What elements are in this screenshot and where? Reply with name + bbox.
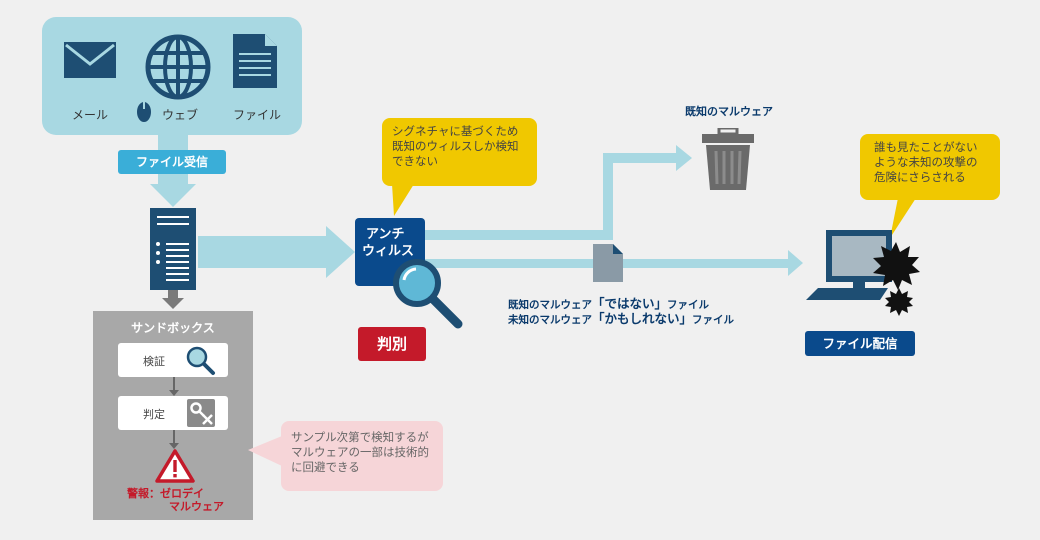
mail-label: メール bbox=[72, 108, 109, 122]
server-icon bbox=[150, 208, 196, 290]
file-deliver-badge: ファイル配信 bbox=[805, 331, 915, 356]
pass-text-line2-post: ファイル bbox=[692, 314, 735, 326]
sandbox-arrow-2 bbox=[169, 443, 179, 449]
note-pointer bbox=[248, 436, 282, 466]
file-receive-badge: ファイル受信 bbox=[118, 150, 226, 174]
evasion-line2: マルウェアの一部は技術的 bbox=[291, 445, 429, 459]
judge-step-label: 判定 bbox=[143, 408, 165, 421]
arrow-receive-head bbox=[150, 184, 196, 207]
signature-line1: シグネチャに基づくため bbox=[392, 124, 519, 138]
pass-text-line2-pre: 未知のマルウェア bbox=[508, 314, 592, 326]
trash-icon bbox=[702, 128, 754, 190]
danger-line1: 誰も見たことがない bbox=[874, 140, 978, 154]
document-icon bbox=[233, 34, 277, 88]
danger-line3: 危険にさらされる bbox=[874, 170, 966, 184]
arrow-to-antivirus-shaft bbox=[198, 236, 328, 268]
judge-badge: 判別 bbox=[358, 327, 426, 361]
verify-step: 検証 bbox=[118, 343, 228, 377]
pass-text-line2-em: 「かもしれない」 bbox=[592, 311, 693, 326]
verify-magnifier-icon bbox=[186, 346, 215, 375]
signature-bubble-pointer bbox=[392, 184, 414, 216]
verify-label: 検証 bbox=[143, 355, 165, 368]
signature-line3: できない bbox=[392, 154, 438, 168]
file-label: ファイル bbox=[233, 108, 282, 122]
alert-line2: マルウェア bbox=[169, 500, 224, 513]
mouse-icon bbox=[135, 100, 153, 124]
arrow-to-antivirus-head bbox=[326, 226, 355, 278]
danger-bubble: 誰も見たことがない ような未知の攻撃の 危険にさらされる bbox=[860, 134, 1000, 200]
alert-line1: 警報：ゼロデイ bbox=[127, 487, 204, 500]
evasion-line3: に回避できる bbox=[291, 460, 360, 474]
sandbox-title: サンドボックス bbox=[131, 321, 215, 335]
evasion-note: サンプル次第で検知するが マルウェアの一部は技術的 に回避できる bbox=[281, 421, 443, 491]
signature-line2: 既知のウィルスしか検知 bbox=[392, 139, 519, 153]
antivirus-label-line1: アンチ bbox=[366, 227, 405, 242]
virus-small-icon bbox=[885, 288, 913, 316]
passing-file-icon bbox=[593, 244, 623, 282]
known-malware-label: 既知のマルウェア bbox=[685, 105, 773, 118]
arrow-to-sandbox-shaft bbox=[168, 290, 178, 300]
danger-line2: ような未知の攻撃の bbox=[874, 155, 978, 169]
mail-icon bbox=[64, 42, 116, 78]
pass-text-line1-em: 「ではない」 bbox=[592, 296, 668, 311]
signature-bubble: シグネチャに基づくため 既知のウィルスしか検知 できない bbox=[382, 118, 537, 186]
arrow-to-sandbox-head bbox=[162, 298, 184, 309]
key-x-icon bbox=[187, 399, 215, 427]
pass-text-line1: 既知のマルウェア「ではない」ファイル bbox=[508, 293, 709, 312]
pass-text-line1-pre: 既知のマルウェア bbox=[508, 299, 592, 311]
globe-icon bbox=[145, 34, 211, 100]
pass-text-line2: 未知のマルウェア「かもしれない」ファイル bbox=[508, 308, 734, 327]
evasion-line1: サンプル次第で検知するが bbox=[291, 430, 429, 444]
arrow-to-pc-head bbox=[788, 250, 803, 276]
pass-text-line1-post: ファイル bbox=[667, 299, 710, 311]
warning-icon bbox=[155, 449, 195, 483]
danger-bubble-pointer bbox=[890, 198, 916, 238]
sandbox-arrow-1 bbox=[169, 390, 179, 396]
antivirus-label-line2: ウィルス bbox=[362, 244, 415, 259]
virus-large-icon bbox=[873, 242, 920, 290]
judge-step: 判定 bbox=[118, 396, 228, 430]
arrow-to-trash-head bbox=[676, 145, 692, 171]
web-label: ウェブ bbox=[162, 108, 199, 122]
magnifier-icon bbox=[393, 259, 463, 329]
arrow-to-trash bbox=[425, 153, 678, 240]
